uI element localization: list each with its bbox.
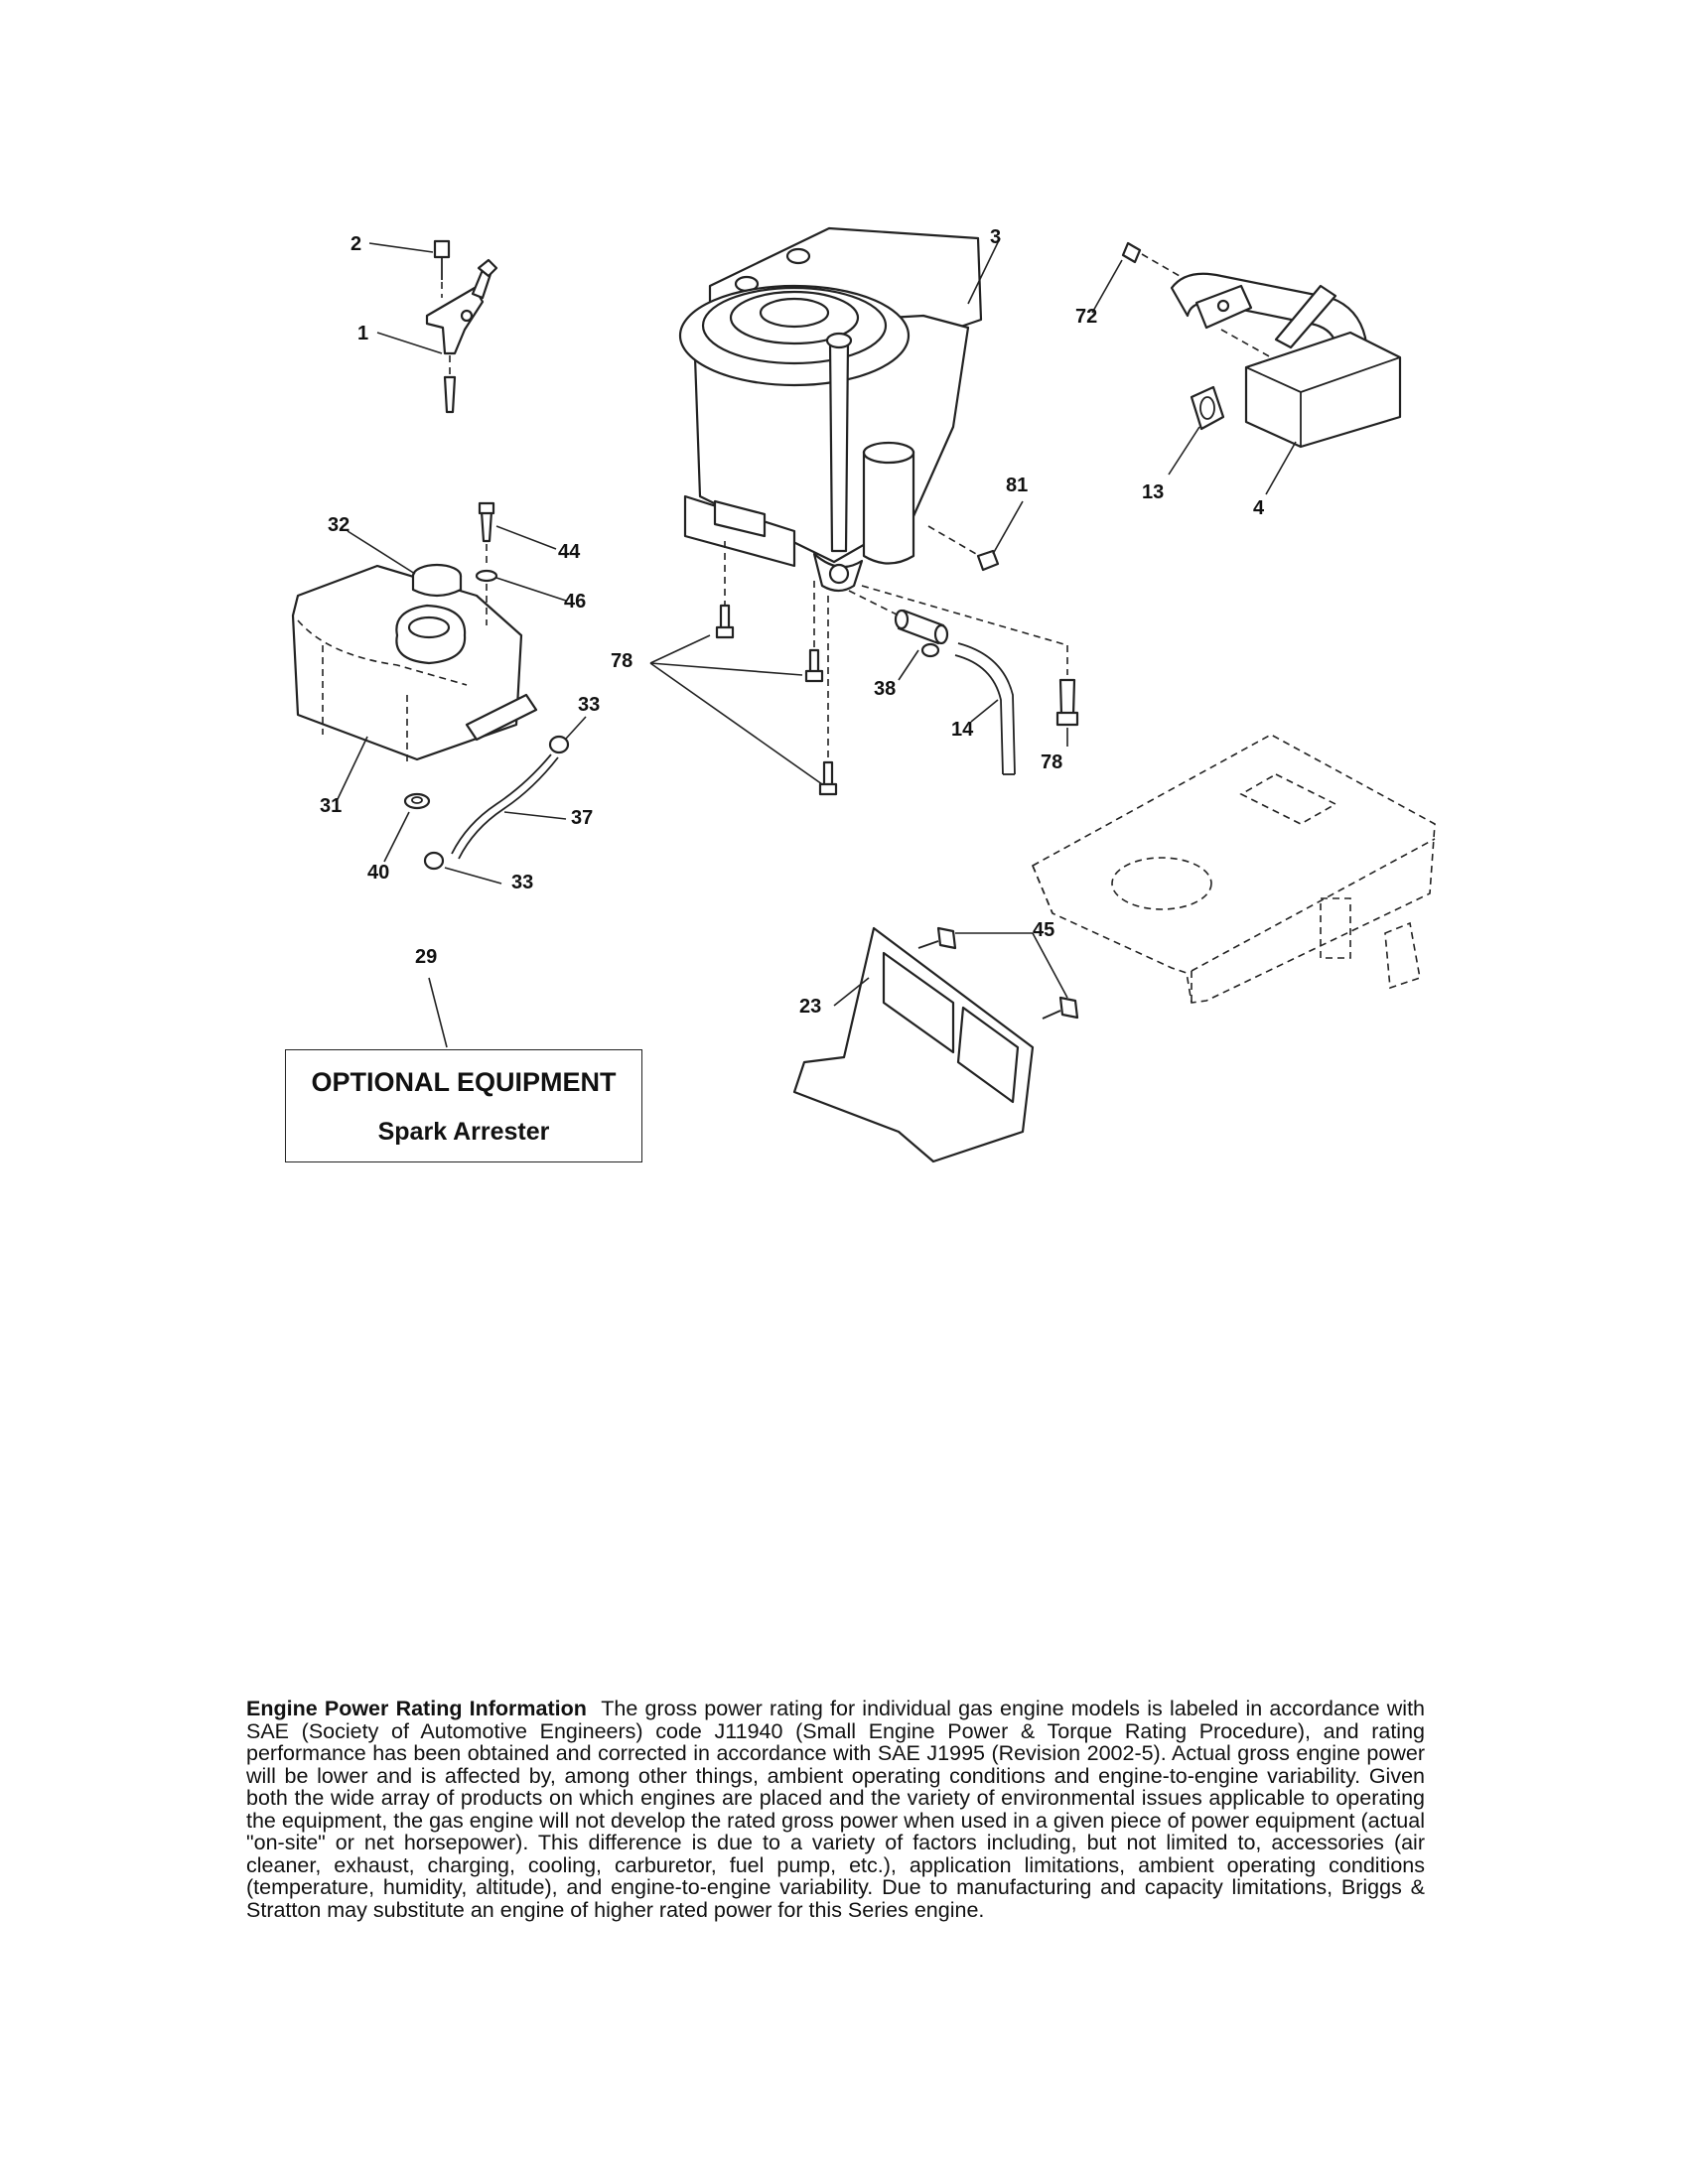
callout-14: 14 (951, 719, 974, 741)
callout-3: 3 (990, 226, 1001, 248)
optional-equipment-title: OPTIONAL EQUIPMENT (311, 1067, 617, 1097)
callout-81: 81 (1006, 475, 1028, 496)
callout-44: 44 (558, 541, 581, 563)
engine-info-body: The gross power rating for individual ga… (246, 1697, 1425, 1922)
skid-plate (792, 926, 1079, 1163)
callout-1: 1 (357, 323, 368, 344)
callout-46: 46 (564, 591, 586, 613)
callout-38: 38 (874, 678, 896, 700)
callout-37: 37 (571, 807, 593, 829)
callout-45: 45 (1033, 919, 1054, 941)
callout-33-top: 33 (578, 694, 600, 716)
callout-32: 32 (328, 514, 350, 536)
callout-23: 23 (799, 996, 821, 1018)
callout-78-right: 78 (1041, 751, 1062, 773)
callout-72: 72 (1075, 306, 1097, 328)
callout-13: 13 (1142, 481, 1164, 503)
callout-31: 31 (320, 795, 342, 817)
callout-4: 4 (1253, 497, 1265, 519)
callout-29: 29 (415, 946, 437, 968)
fuel-line (383, 716, 587, 885)
fuel-tank (291, 501, 567, 800)
callout-2: 2 (351, 233, 361, 255)
chassis-frame (1031, 734, 1436, 1004)
spark-arrester-label: Spark Arrester (377, 1118, 550, 1146)
engine (678, 226, 1001, 593)
engine-power-rating-info: Engine Power Rating Information The gros… (246, 1698, 1425, 1921)
muffler (1091, 241, 1402, 495)
callout-33-bottom: 33 (511, 872, 533, 893)
engine-info-heading: Engine Power Rating Information (246, 1697, 587, 1720)
optional-equipment-box: OPTIONAL EQUIPMENT Spark Arrester (285, 1049, 642, 1162)
callout-40: 40 (367, 862, 389, 884)
parts-diagram: 2 1 3 72 81 13 4 32 44 46 78 38 33 14 78… (291, 226, 1436, 1163)
engine-bolts (649, 500, 1079, 796)
throttle-control (368, 239, 498, 414)
callout-78-left: 78 (611, 650, 632, 672)
callout-29-leader (428, 977, 448, 1048)
fuel-filter (848, 590, 1016, 775)
